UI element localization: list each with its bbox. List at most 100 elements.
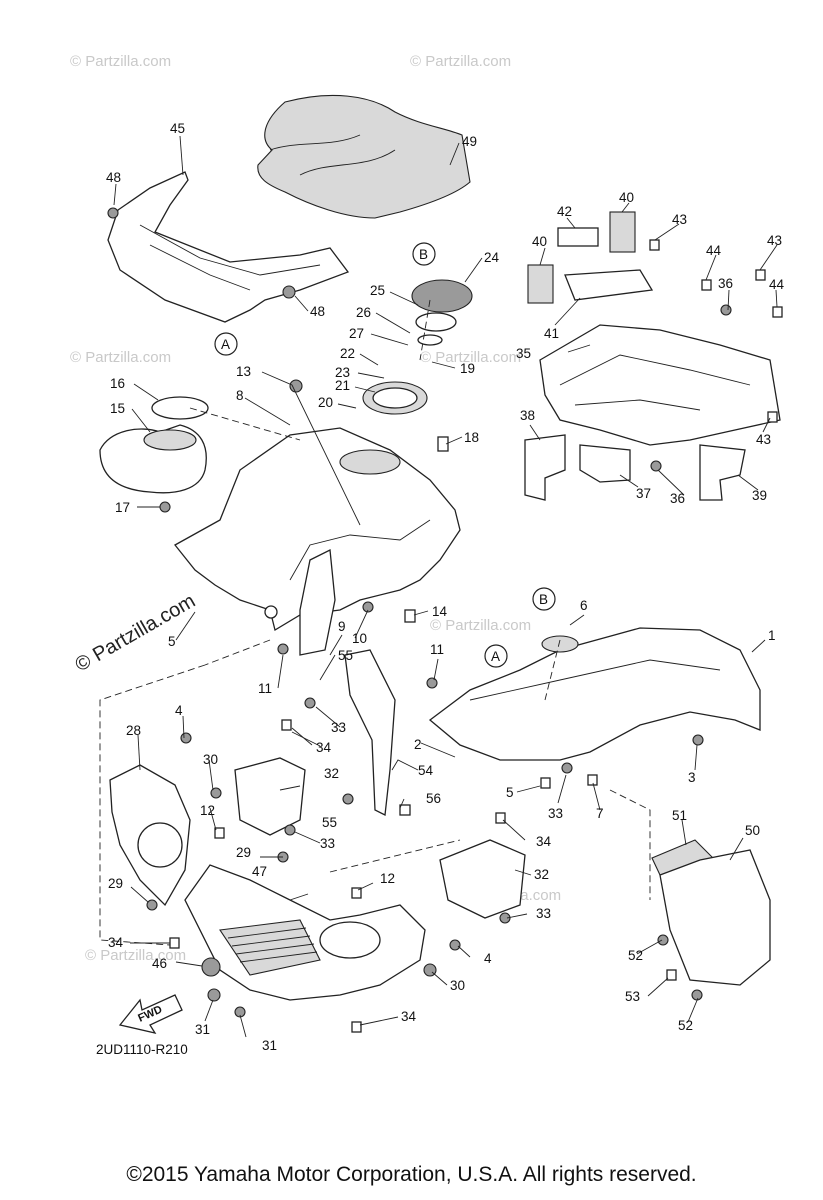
callout-numbers: 1 2 3 4 4 5 5 6 7 8 9 10 11 11 12 12 13 … xyxy=(106,121,785,1053)
callout-4: 4 xyxy=(175,703,183,718)
callout-13: 13 xyxy=(236,364,251,379)
callout-43: 43 xyxy=(767,233,782,248)
part-24-cap xyxy=(411,279,473,313)
part-32-duct xyxy=(439,839,526,919)
callout-11: 11 xyxy=(258,681,272,696)
part-50-guard xyxy=(659,849,771,986)
callout-55: 55 xyxy=(322,815,337,830)
callout-41: 41 xyxy=(544,326,559,341)
watermark: © Partzilla.com xyxy=(410,53,511,70)
callout-21: 21 xyxy=(335,378,350,393)
part-49-top-cover xyxy=(257,94,471,219)
part-40-label xyxy=(527,264,554,304)
part-46-grille xyxy=(219,919,321,976)
part-39-pad xyxy=(699,444,746,501)
callout-40: 40 xyxy=(619,190,634,205)
callout-30: 30 xyxy=(203,752,218,767)
callout-11: 11 xyxy=(430,642,444,657)
callout-45: 45 xyxy=(170,121,185,136)
callout-33: 33 xyxy=(320,836,335,851)
ref-letter-b: B xyxy=(419,247,428,262)
callout-27: 27 xyxy=(349,326,364,341)
part-32-duct xyxy=(234,757,306,836)
callout-48: 48 xyxy=(310,304,325,319)
watermark: © Partzilla.com xyxy=(70,53,171,70)
part-26-ring xyxy=(417,334,443,346)
callout-15: 15 xyxy=(110,401,125,416)
watermark: © Partzilla.com xyxy=(430,617,531,634)
callout-50: 50 xyxy=(745,823,760,838)
callout-34: 34 xyxy=(536,834,552,849)
callout-4: 4 xyxy=(484,951,492,966)
callout-42: 42 xyxy=(557,204,572,219)
ref-letter-a: A xyxy=(491,649,500,664)
part-1-fender xyxy=(428,627,761,761)
copyright-notice: ©2015 Yamaha Motor Corporation, U.S.A. A… xyxy=(126,1163,697,1186)
callout-20: 20 xyxy=(318,395,333,410)
callout-7: 7 xyxy=(596,806,604,821)
fwd-arrow: FWD xyxy=(118,994,183,1034)
callout-12: 12 xyxy=(380,871,395,886)
callout-47: 47 xyxy=(252,864,267,879)
reference-markers: A B B A xyxy=(214,242,556,668)
watermark: © Partzilla.com xyxy=(85,947,186,964)
callout-10: 10 xyxy=(352,631,367,646)
callout-51: 51 xyxy=(672,808,687,823)
callout-43: 43 xyxy=(756,432,771,447)
callout-49: 49 xyxy=(462,134,477,149)
callout-34: 34 xyxy=(401,1009,417,1024)
part-9-inner-panel xyxy=(299,548,336,656)
callout-33: 33 xyxy=(548,806,563,821)
callout-35: 35 xyxy=(516,346,531,361)
callout-44: 44 xyxy=(706,243,722,258)
callout-32: 32 xyxy=(534,867,549,882)
callout-52: 52 xyxy=(678,1018,693,1033)
part-42-label xyxy=(557,227,599,247)
part-40-label xyxy=(609,211,636,253)
callout-5: 5 xyxy=(506,785,514,800)
leader-lines xyxy=(113,135,778,1038)
callout-14: 14 xyxy=(432,604,448,619)
callout-17: 17 xyxy=(115,500,130,515)
callout-5: 5 xyxy=(168,634,176,649)
part-8-tank-cover xyxy=(174,427,461,632)
callout-19: 19 xyxy=(460,361,475,376)
callout-48: 48 xyxy=(106,170,121,185)
callout-28: 28 xyxy=(126,723,141,738)
callout-26: 26 xyxy=(356,305,371,320)
callout-37: 37 xyxy=(636,486,651,501)
callout-44: 44 xyxy=(769,277,785,292)
callout-55: 55 xyxy=(338,648,353,663)
callout-32: 32 xyxy=(324,766,339,781)
callout-30: 30 xyxy=(450,978,465,993)
callout-54: 54 xyxy=(418,763,434,778)
part-25-ring xyxy=(415,312,457,332)
ref-letter-a: A xyxy=(221,337,230,352)
callout-34: 34 xyxy=(316,740,332,755)
part-37-pad xyxy=(579,444,631,483)
callout-22: 22 xyxy=(340,346,355,361)
callout-31: 31 xyxy=(262,1038,277,1053)
callout-36: 36 xyxy=(670,491,685,506)
diagram-code: 2UD1110-R210 xyxy=(96,1042,188,1057)
callout-52: 52 xyxy=(628,948,643,963)
callout-23: 23 xyxy=(335,365,350,380)
callout-29: 29 xyxy=(108,876,123,891)
callout-6: 6 xyxy=(580,598,588,613)
callout-33: 33 xyxy=(536,906,551,921)
callout-25: 25 xyxy=(370,283,385,298)
watermark: © Partzilla.com xyxy=(70,349,171,366)
callout-1: 1 xyxy=(768,628,776,643)
callout-9: 9 xyxy=(338,619,346,634)
callout-40: 40 xyxy=(532,234,547,249)
callout-38: 38 xyxy=(520,408,535,423)
callout-8: 8 xyxy=(236,388,244,403)
callout-3: 3 xyxy=(688,770,696,785)
part-38-pad xyxy=(524,434,566,501)
callout-31: 31 xyxy=(195,1022,210,1037)
callout-12: 12 xyxy=(200,803,215,818)
part-16-ring xyxy=(151,396,209,420)
callout-36: 36 xyxy=(718,276,733,291)
callout-18: 18 xyxy=(464,430,479,445)
